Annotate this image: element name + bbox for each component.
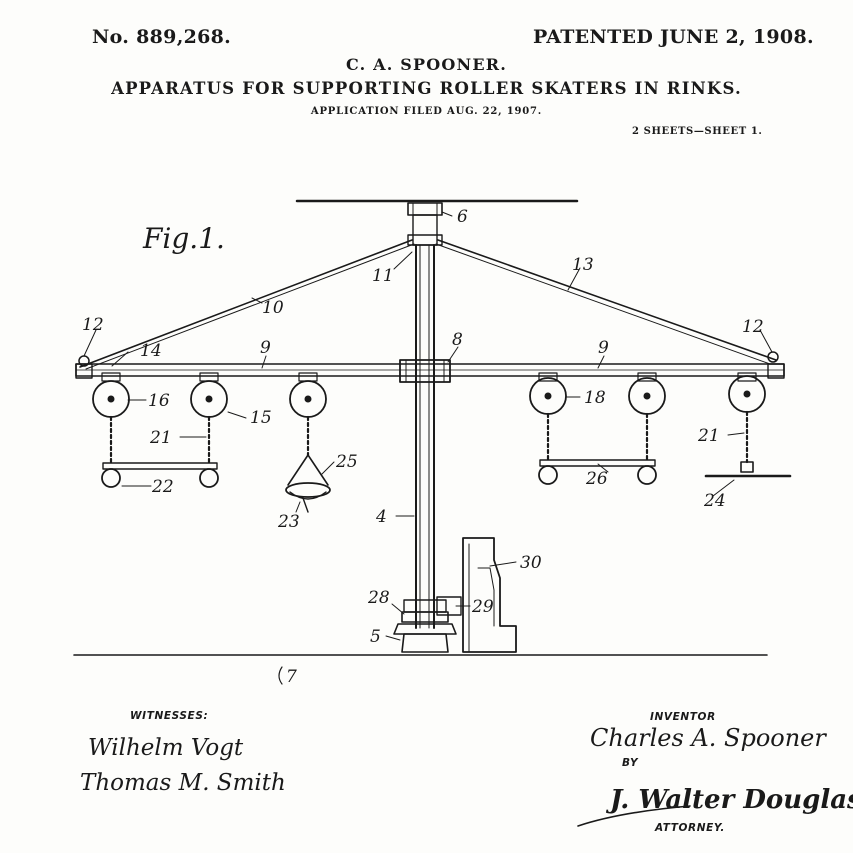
ref-numeral: 24 [703,491,726,511]
ref-numeral: 30 [520,553,542,573]
patent-date: PATENTED JUNE 2, 1908. [533,26,814,48]
gear-28 [403,599,447,613]
ref-numeral: 22 [151,477,174,497]
pulley [628,372,666,415]
witness-signature-1: Wilhelm Vogt [88,735,244,761]
hub-8 [399,359,451,383]
ref-numeral: 21 [697,426,720,446]
ref-numeral: 6 [457,207,468,227]
ref-numeral: 21 [149,428,172,448]
trapeze-bar-26 [538,459,657,485]
pulley [92,372,130,418]
witness-signature-2: Thomas M. Smith [80,770,286,796]
collar-11 [407,234,443,246]
witnesses-label: WITNESSES: [130,710,209,722]
ref-numeral: 26 [585,469,608,489]
ref-numeral: 10 [262,298,284,318]
ref-numeral: 23 [277,512,300,532]
ref-numeral: 12 [742,317,764,337]
motor-housing-30 [462,537,517,653]
patent-title: APPARATUS FOR SUPPORTING ROLLER SKATERS … [111,79,742,98]
body-harness [285,454,331,513]
ref-numeral: 8 [452,330,463,350]
patent-number: No. 889,268. [92,26,232,48]
ref-numeral: 25 [335,452,358,472]
pulley [190,372,228,418]
central-post [415,244,435,629]
signature-flourish [577,805,691,827]
ref-numeral: 29 [471,597,494,617]
attorney-signature: J. Walter Douglas [605,785,853,815]
by-label: BY [622,757,639,769]
ref-numeral: 7 [286,667,297,687]
chain [109,410,749,465]
sheet-count: 2 SHEETS—SHEET 1. [632,126,763,137]
ref-numeral: 18 [584,388,606,408]
inventor-name: C. A. SPOONER. [345,55,508,74]
guy-rod-13 [437,239,777,361]
pulley [728,372,766,413]
inventor-label: INVENTOR [650,711,716,723]
attorney-label: ATTORNEY. [655,822,725,834]
application-filed: APPLICATION FILED AUG. 22, 1907. [310,106,543,117]
ref-numeral: 4 [375,507,387,527]
ref-numeral: 13 [572,255,594,275]
trapeze-bar-22 [101,462,219,488]
guy-rod-10 [79,239,413,368]
pulley [529,372,567,415]
ref-numeral: 12 [82,315,104,335]
ref-numeral: 9 [598,338,609,358]
base-5 [393,611,457,653]
inventor-signature: Charles A. Spooner [590,724,827,752]
ref-numeral: 9 [260,338,271,358]
t-handle-24 [704,461,792,478]
pulley [289,372,327,418]
ref-numeral: 28 [367,588,390,608]
ref-numeral: 11 [372,266,394,286]
arm-end-eye-right [767,351,779,363]
ref-numeral: 14 [140,341,162,361]
support-arm [75,363,785,377]
ref-numeral: 16 [148,391,170,411]
ref-numeral: 15 [250,408,272,428]
figure-label: Fig.1. [142,222,225,255]
ref-numeral: 5 [370,627,381,647]
